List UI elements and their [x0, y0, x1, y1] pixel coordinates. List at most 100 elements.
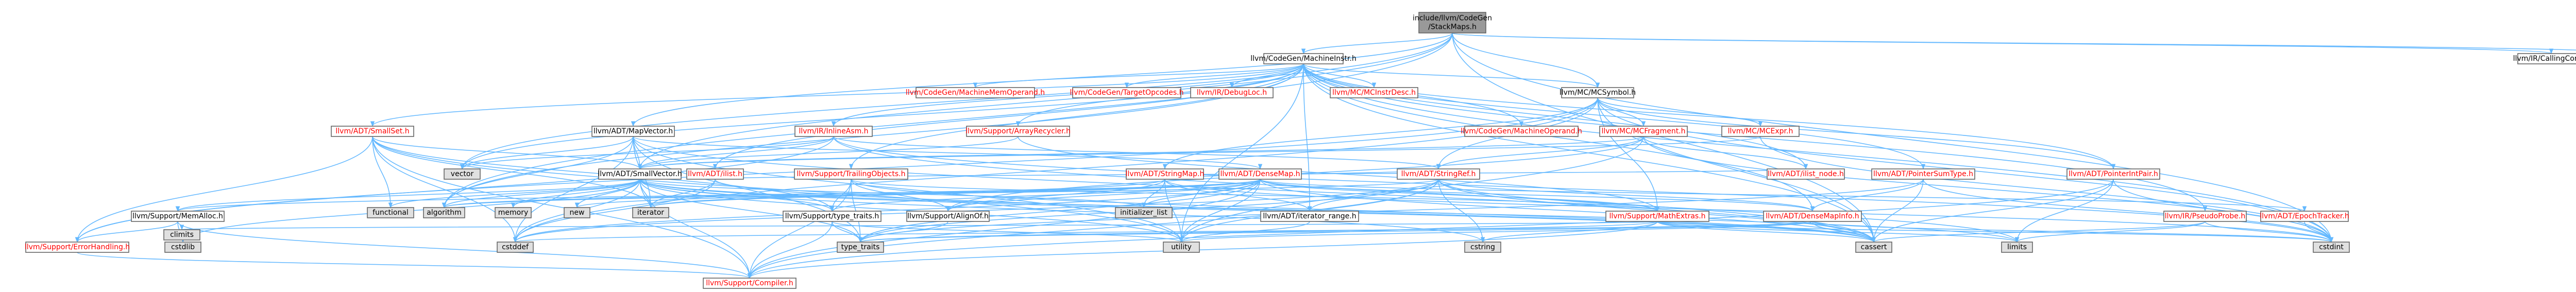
edge-mapvector-to-typetraits_sys	[633, 136, 863, 243]
node-label: llvm/Support/MathExtras.h	[1609, 212, 1705, 220]
node-callingconv[interactable]: llvm/IR/CallingConv.h	[2513, 53, 2576, 64]
node-ptrsumtype[interactable]: llvm/ADT/PointerSumType.h	[1871, 168, 1975, 180]
edge-ptrsumtype-to-densemapinfo	[1810, 179, 1924, 212]
edge-trailingobjects-to-compiler	[747, 179, 852, 279]
edge-smallset-to-utility	[372, 136, 1184, 243]
node-box	[367, 207, 414, 218]
edge-stringref-to-utility	[1179, 179, 1439, 243]
node-smallvector[interactable]: llvm/ADT/SmallVector.h	[598, 168, 682, 180]
edge-trailingobjects-to-typetraits_sys	[851, 179, 863, 243]
node-box	[1721, 126, 1800, 137]
node-iterrange[interactable]: llvm/ADT/iterator_range.h	[1260, 211, 1359, 222]
edge-smallvector-to-typetraits_sys	[639, 179, 863, 243]
node-densemapinfo[interactable]: llvm/ADT/DenseMapInfo.h	[1763, 211, 1862, 222]
node-stringmap[interactable]: llvm/ADT/StringMap.h	[1126, 168, 1205, 180]
node-ilist[interactable]: llvm/ADT/ilist.h	[686, 168, 744, 180]
node-ptrintpair[interactable]: llvm/ADT/PointerIntPair.h	[2066, 168, 2160, 180]
node-cstddef: cstddef	[497, 242, 534, 253]
node-compiler[interactable]: llvm/Support/Compiler.h	[703, 278, 796, 289]
edge-machineinstr-to-ptrintpair	[1303, 63, 2116, 170]
node-label: llvm/MC/MCSymbol.h	[1560, 89, 1636, 97]
edge-root-to-vector	[460, 32, 1453, 170]
node-errorhandling[interactable]: llvm/Support/ErrorHandling.h	[25, 242, 130, 253]
edge-mathextras-to-limits	[1657, 221, 2019, 243]
node-mcinstrdesc[interactable]: llvm/MC/MCInstrDesc.h	[1330, 87, 1418, 98]
node-epochtracker[interactable]: llvm/ADT/EpochTracker.h	[2260, 211, 2349, 222]
node-mcsymbol[interactable]: llvm/MC/MCSymbol.h	[1560, 87, 1636, 98]
edge-smallvector-to-utility	[639, 179, 1184, 243]
node-box	[495, 207, 532, 218]
node-box	[1218, 168, 1302, 180]
edge-ilist-to-cstddef	[513, 179, 716, 243]
edge-ilist-to-iterator	[648, 179, 716, 209]
node-inlineasm[interactable]: llvm/IR/InlineAsm.h	[794, 126, 873, 137]
node-box	[1599, 126, 1688, 137]
node-alignof[interactable]: llvm/Support/AlignOf.h	[906, 211, 990, 222]
node-smallset[interactable]: llvm/ADT/SmallSet.h	[331, 126, 414, 137]
node-box	[598, 168, 682, 180]
node-memoperand[interactable]: llvm/CodeGen/MachineMemOperand.h	[906, 87, 1045, 98]
node-mapvector[interactable]: llvm/ADT/MapVector.h	[591, 126, 675, 137]
node-mcexpr[interactable]: llvm/MC/MCExpr.h	[1721, 126, 1800, 137]
edge-mathextras-to-climits	[181, 221, 1658, 230]
node-machineinstr[interactable]: llvm/CodeGen/MachineInstr.h	[1250, 53, 1357, 64]
edge-smallset-to-iterator	[372, 136, 653, 209]
edge-smallvector-to-compiler	[639, 179, 752, 279]
edge-machineinstr-to-utility	[1179, 63, 1304, 243]
node-label: llvm/ADT/ilist.h	[688, 170, 742, 178]
node-densemap[interactable]: llvm/ADT/DenseMap.h	[1218, 168, 1302, 180]
node-box	[497, 242, 534, 253]
edge-typetraits-to-compiler	[747, 221, 833, 279]
node-label: llvm/IR/PseudoProbe.h	[2165, 212, 2245, 220]
node-box	[1260, 211, 1359, 222]
node-root[interactable]: include/llvm/CodeGen/StackMaps.h	[1413, 12, 1492, 33]
node-arrayrecycler[interactable]: llvm/Support/ArrayRecycler.h	[965, 126, 1071, 137]
edge-typetraits-to-utility	[832, 221, 1183, 243]
edge-memalloc-to-errorhandling	[75, 221, 178, 243]
node-cstdlib: cstdlib	[164, 242, 201, 253]
node-label: llvm/ADT/MapVector.h	[594, 127, 673, 135]
node-memory: memory	[495, 207, 532, 218]
node-box	[331, 126, 414, 137]
edge-mathextras-to-compiler	[748, 221, 1658, 279]
node-label: llvm/Support/ErrorHandling.h	[25, 243, 130, 251]
edge-mcexpr-to-smallvector	[638, 136, 1761, 170]
node-label: iterator	[637, 209, 664, 217]
edge-densemap-to-typetraits	[830, 179, 1261, 212]
edge-smallvector-to-limits	[639, 179, 2019, 243]
node-pseudoprobe[interactable]: llvm/IR/PseudoProbe.h	[2163, 211, 2247, 222]
node-label: llvm/ADT/DenseMapInfo.h	[1766, 212, 1859, 220]
node-debugloc[interactable]: llvm/IR/DebugLoc.h	[1190, 87, 1274, 98]
node-label: llvm/ADT/iterator_range.h	[1263, 212, 1356, 220]
node-mcfragment[interactable]: llvm/MC/MCFragment.h	[1599, 126, 1688, 137]
node-label: llvm/CodeGen/TargetOpcodes.h	[1070, 89, 1184, 97]
edge-mcsymbol-to-mcfragment	[1597, 97, 1646, 127]
node-box	[837, 242, 884, 253]
node-label: /StackMaps.h	[1428, 23, 1477, 31]
node-label: llvm/CodeGen/MachineInstr.h	[1250, 55, 1357, 63]
edge-mcfragment-to-stringref	[1436, 136, 1644, 170]
edge-ptrsumtype-to-typetraits_sys	[858, 179, 1924, 243]
node-mathextras[interactable]: llvm/Support/MathExtras.h	[1605, 211, 1709, 222]
node-targetopcodes[interactable]: llvm/CodeGen/TargetOpcodes.h	[1070, 87, 1184, 98]
node-box	[1115, 207, 1173, 218]
node-ilistnode[interactable]: llvm/ADT/ilist_node.h	[1767, 168, 1845, 180]
edge-root-to-algorithm	[442, 32, 1453, 209]
node-label: llvm/Support/MemAlloc.h	[132, 212, 223, 220]
node-label: new	[570, 209, 585, 217]
node-memalloc[interactable]: llvm/Support/MemAlloc.h	[131, 211, 225, 222]
edge-machineinstr-to-cstdint	[1303, 63, 2334, 243]
node-machineoperand[interactable]: llvm/CodeGen/MachineOperand.h	[1461, 126, 1582, 137]
node-box	[966, 126, 1070, 137]
edge-machineinstr-to-ilistnode	[1303, 63, 1808, 170]
node-trailingobjects[interactable]: llvm/Support/TrailingObjects.h	[794, 168, 908, 180]
edge-stringmap-to-cstdint	[1164, 179, 2333, 243]
node-label: llvm/ADT/StringRef.h	[1401, 170, 1476, 178]
node-label: cassert	[1861, 243, 1887, 251]
node-stringref[interactable]: llvm/ADT/StringRef.h	[1397, 168, 1480, 180]
node-box	[1190, 87, 1274, 98]
edge-inlineasm-to-stringref	[833, 136, 1440, 170]
node-typetraits[interactable]: llvm/Support/type_traits.h	[783, 211, 882, 222]
edge-mcsymbol-to-stringmap	[1162, 97, 1598, 170]
node-label: llvm/MC/MCExpr.h	[1728, 127, 1793, 135]
